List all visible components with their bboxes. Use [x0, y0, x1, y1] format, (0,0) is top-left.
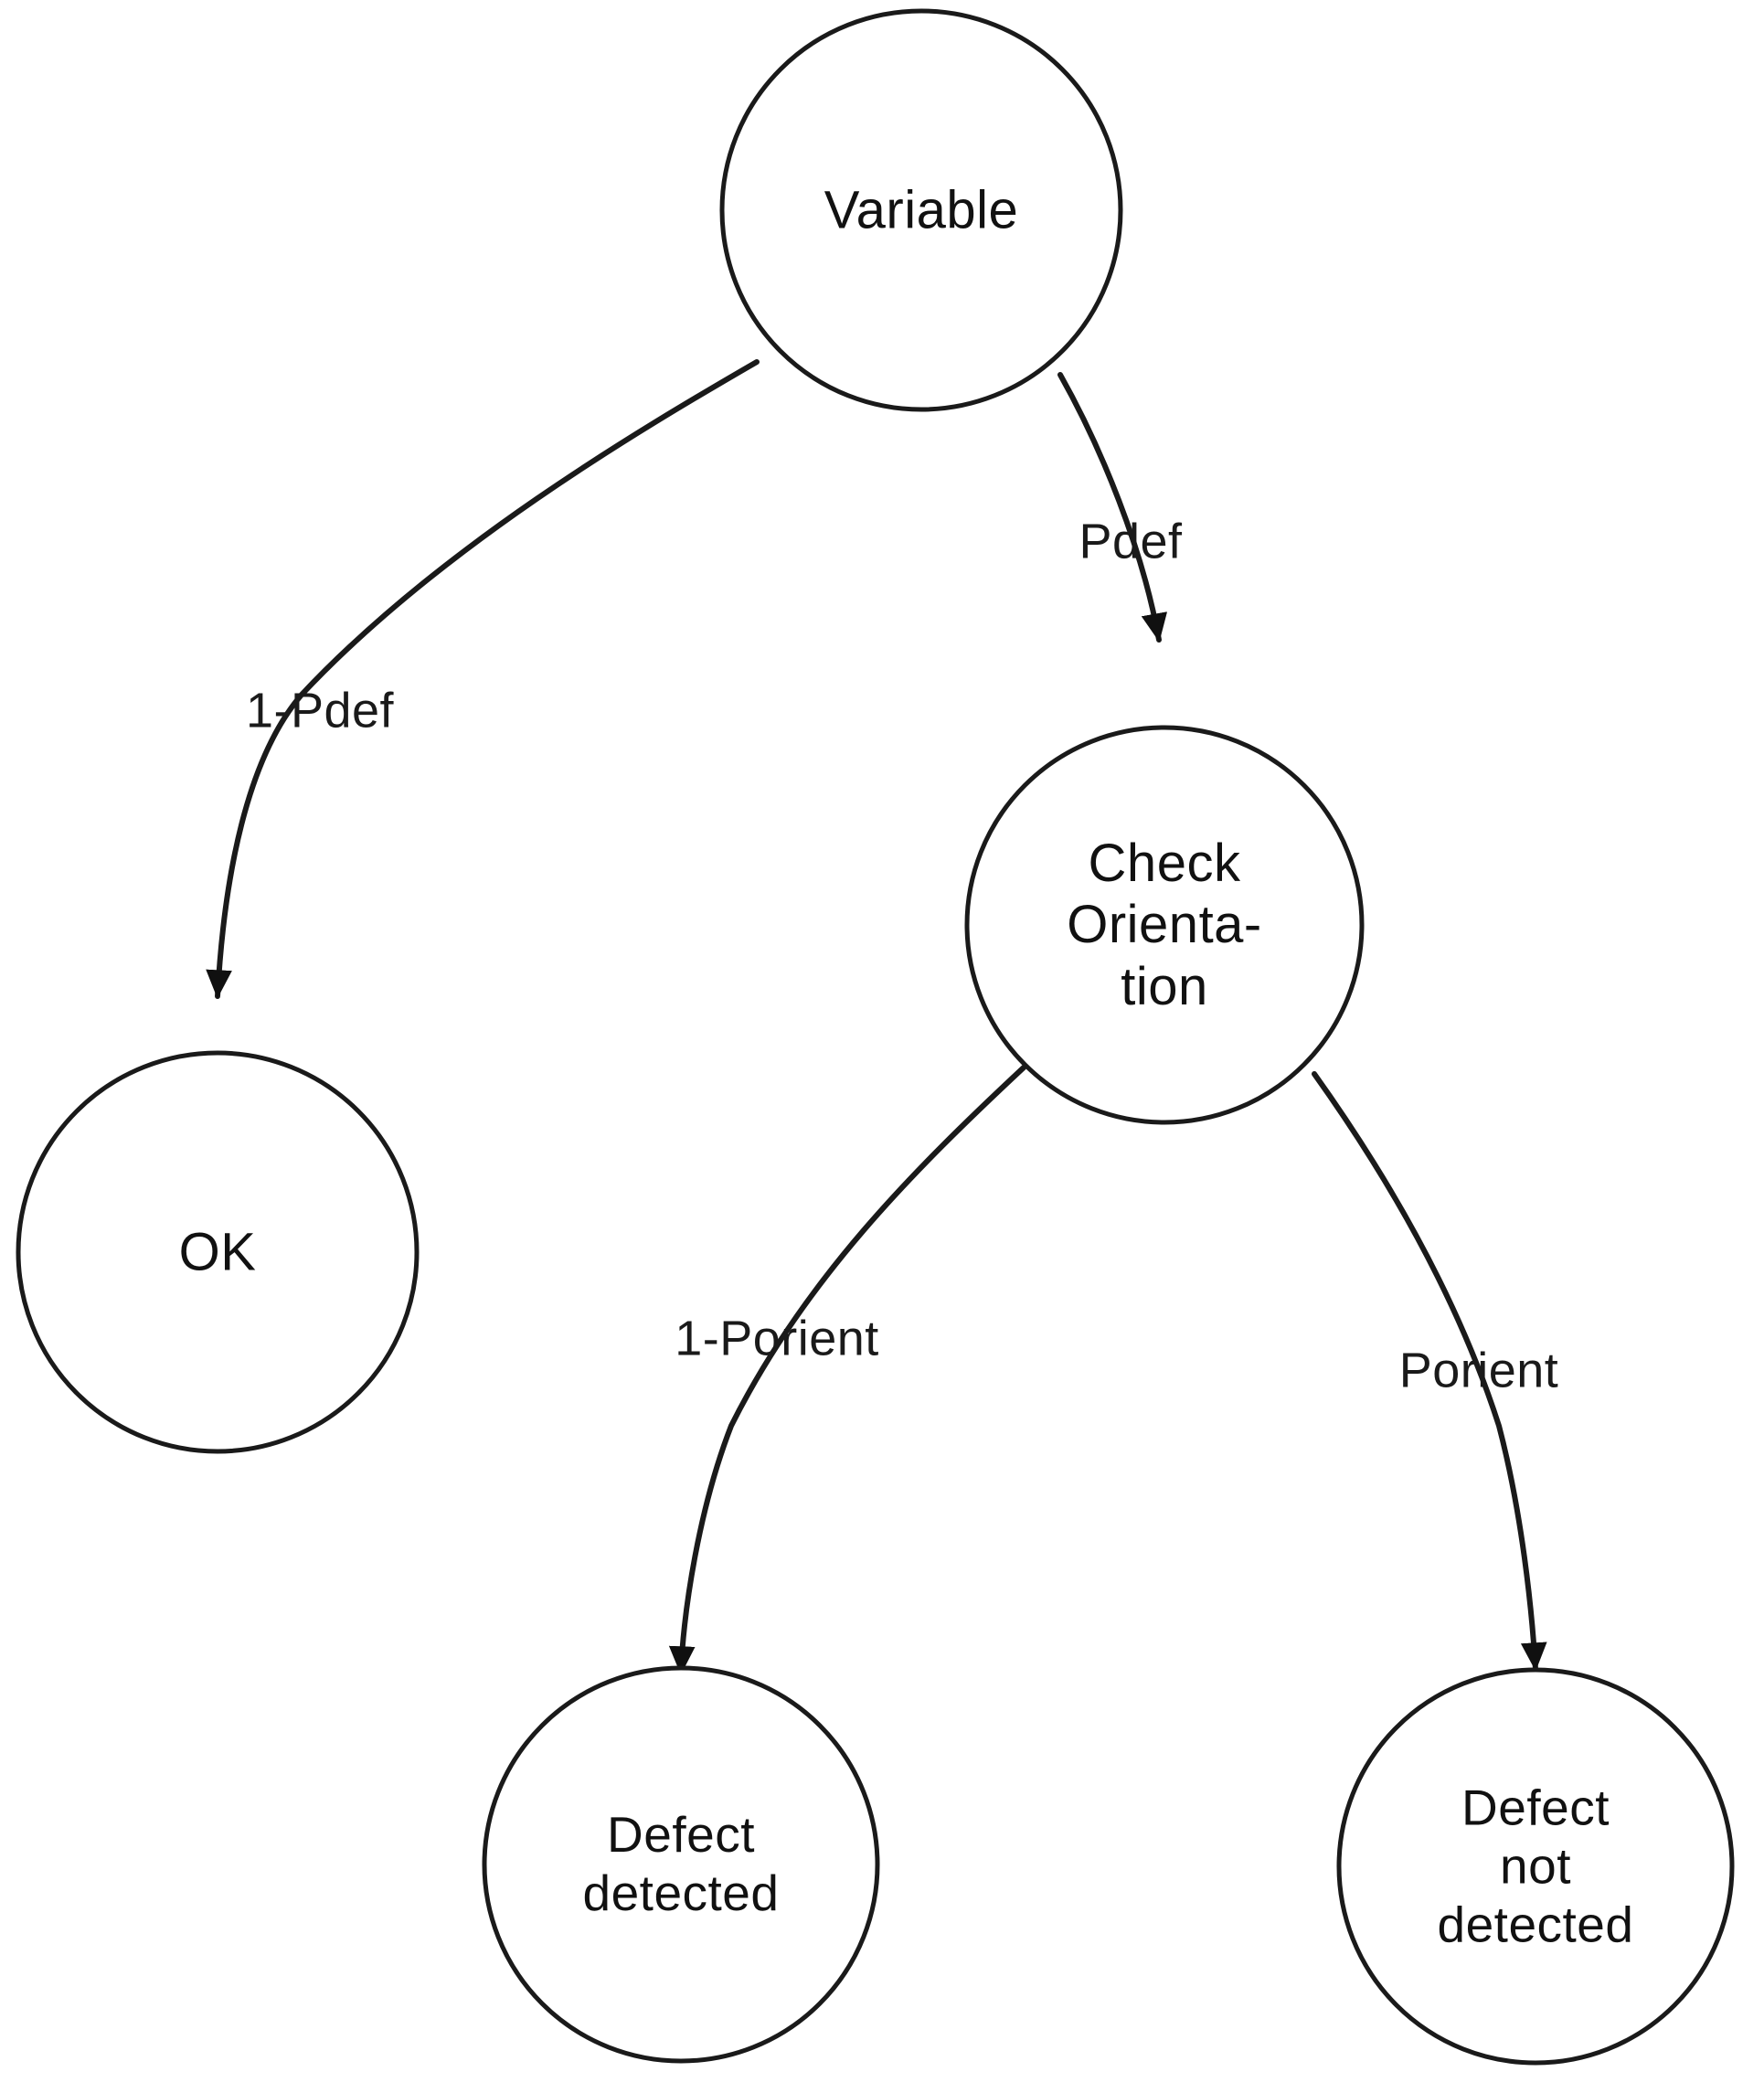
edge-label-variable-to-check-orientation: Pdef	[1079, 514, 1183, 569]
node-circle-ok[interactable]	[16, 1050, 420, 1454]
nodes-layer	[16, 8, 1735, 2066]
edge-variable-to-check-orientation	[1057, 372, 1168, 643]
edge-check-orientation-to-defect-not-detected	[1312, 1071, 1547, 1672]
node-circle-variable[interactable]	[719, 8, 1123, 412]
edge-label-variable-to-ok: 1-Pdef	[245, 683, 395, 738]
node-circle-check-orientation[interactable]	[964, 725, 1365, 1125]
edge-variable-to-ok	[206, 359, 760, 999]
node-circle-defect-not-detected[interactable]	[1336, 1667, 1735, 2066]
edge-label-check-orientation-to-defect-detected: 1-Porient	[675, 1311, 879, 1366]
edges-layer	[206, 359, 1547, 1675]
edge-label-check-orientation-to-defect-not-detected: Porient	[1398, 1343, 1559, 1398]
edge-check-orientation-to-defect-detected	[668, 1065, 1026, 1675]
node-circle-defect-detected[interactable]	[482, 1665, 880, 2064]
